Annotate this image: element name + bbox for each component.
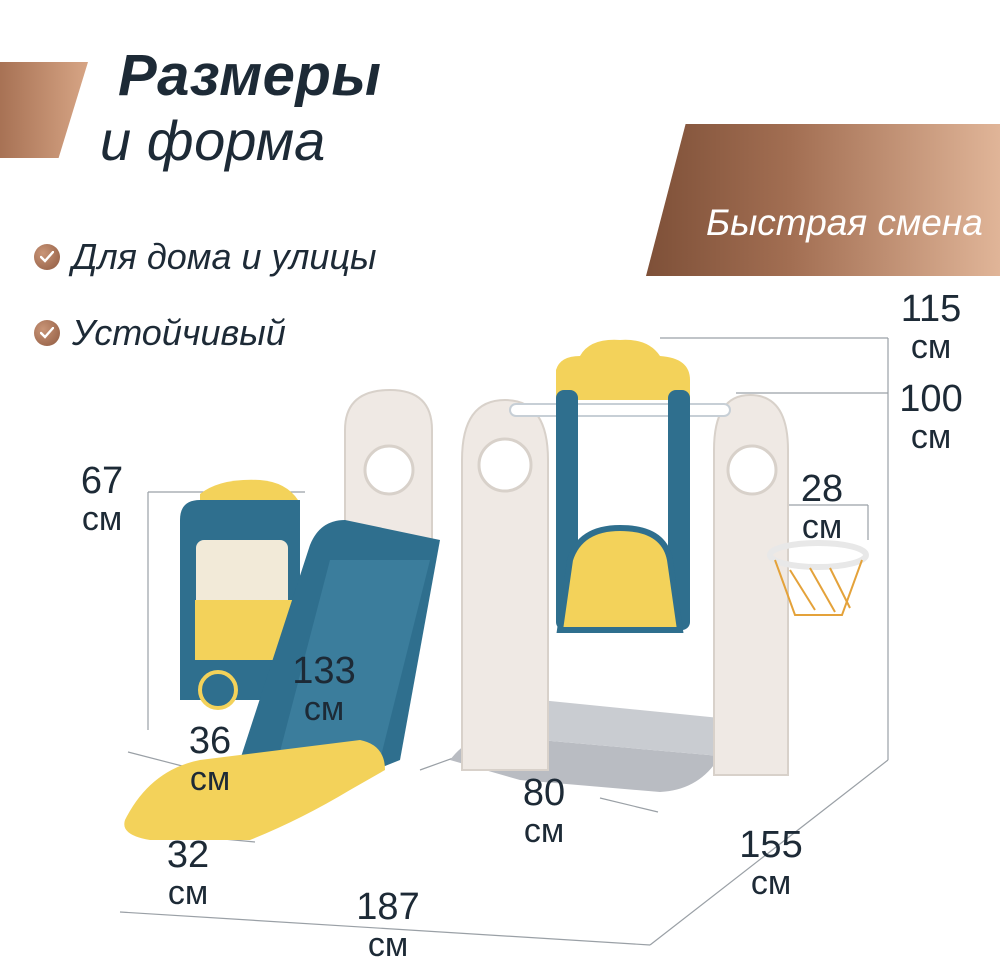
dim-slide-end-width: 32 см [166,834,210,912]
dim-slide-length: 133 см [292,650,356,728]
banner-text: Быстрая смена локации [694,155,983,335]
swing-frame-right [713,393,789,776]
basketball-hoop [767,540,869,616]
dim-hoop-diameter: 28 см [800,468,844,546]
feature-item: Для дома и улицы [34,236,377,278]
check-icon [34,244,60,270]
dim-slide-width: 36 см [188,720,232,798]
banner-line1: Быстрая смена [706,202,983,243]
feature-item: Устойчивый [34,312,286,354]
dim-swing-height: 100 см [899,378,963,456]
swing-seat [556,524,684,633]
bus-house [180,479,300,710]
dim-swing-width: 80 см [522,772,566,850]
slide [124,520,440,840]
swing-frame-left [461,398,549,771]
swing-top-bar [509,403,731,417]
dim-total-height: 115 см [900,288,962,366]
page-subtitle: и форма [100,109,326,172]
castle-panel-left [344,388,433,561]
feature-label: Устойчивый [72,312,286,353]
feature-label: Для дома и улицы [72,236,377,277]
check-icon [34,320,60,346]
page-title: Размеры [118,43,382,108]
dim-total-length: 187 см [356,886,420,964]
banner-line2: локации [694,292,836,333]
dim-slide-height: 67 см [80,460,124,538]
location-banner [646,124,1000,276]
swing-crown [556,339,690,400]
dim-depth: 155 см [739,824,803,902]
